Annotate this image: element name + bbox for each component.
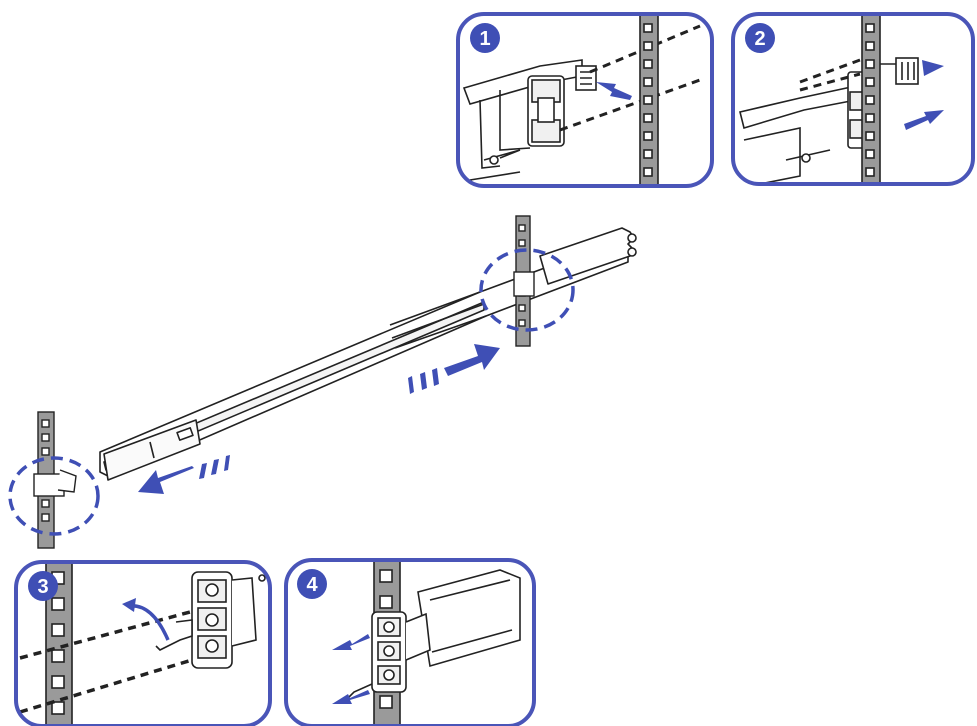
step-2-frame <box>731 12 975 186</box>
step-4-number: 4 <box>306 574 318 596</box>
pull-arrow-upper-icon <box>332 634 370 650</box>
step-2-number: 2 <box>754 28 765 50</box>
main-rail-assembly <box>99 227 637 481</box>
step-1-panel: 1 <box>456 12 714 188</box>
push-arrow-icon <box>596 82 632 100</box>
step-1-frame <box>456 12 714 188</box>
step-1-number: 1 <box>479 28 490 50</box>
front-rack-upright <box>33 411 77 549</box>
insert-arrow-icon <box>904 110 944 130</box>
extend-rear-arrow <box>408 344 500 394</box>
rail-rear-plate <box>539 227 635 285</box>
step-4-frame <box>284 558 536 726</box>
step-4-badge: 4 <box>297 569 327 599</box>
step-4-panel: 4 <box>284 558 536 726</box>
step-2-panel: 2 <box>731 12 975 186</box>
release-arrow-icon <box>922 60 944 76</box>
step-2-badge: 2 <box>745 23 775 53</box>
step-3-number: 3 <box>37 576 48 598</box>
rear-detail-circle <box>479 248 575 332</box>
step-3-badge: 3 <box>28 571 58 601</box>
rear-rack-upright <box>513 215 535 347</box>
pull-arrow-lower-icon <box>332 690 370 704</box>
rail-slot <box>176 427 194 441</box>
step-1-badge: 1 <box>470 23 500 53</box>
front-detail-circle <box>8 456 100 536</box>
step-3-panel: 3 <box>14 560 272 726</box>
extend-front-arrow <box>138 455 230 494</box>
step-3-frame <box>14 560 272 726</box>
